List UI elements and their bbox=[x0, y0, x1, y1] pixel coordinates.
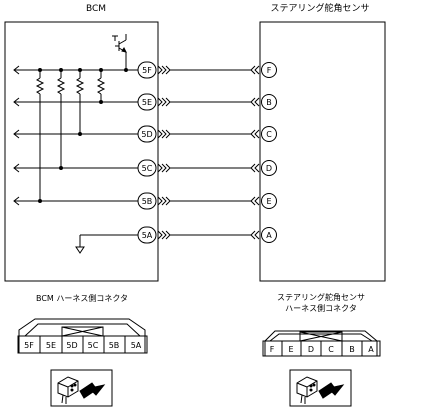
sensor-terminal-label: A bbox=[266, 231, 272, 240]
sensor-connector-pin: D bbox=[308, 345, 314, 354]
sensor-terminal-label: B bbox=[266, 98, 272, 107]
pullup-resistors bbox=[35, 70, 106, 201]
sensor-terminal-label: C bbox=[266, 130, 272, 139]
sensor-terminal-label: F bbox=[267, 66, 272, 75]
bcm-title: BCM bbox=[86, 4, 106, 14]
sensor-connector-title-line2: ハーネス側コネクタ bbox=[285, 303, 357, 313]
connector-view-icon bbox=[289, 369, 352, 407]
bcm-terminal-oval bbox=[137, 226, 157, 244]
bcm-terminal-label: 5C bbox=[142, 164, 153, 173]
harness-wires bbox=[170, 69, 251, 236]
bcm-box bbox=[4, 21, 159, 282]
junction-dots bbox=[38, 68, 103, 203]
sensor-terminal-circle bbox=[261, 227, 277, 243]
bcm-terminal-oval bbox=[137, 125, 157, 143]
bcm-connector-body bbox=[17, 318, 148, 354]
signal-lines bbox=[13, 65, 140, 206]
connector-chevrons bbox=[157, 65, 260, 240]
bcm-connector-pin: 5B bbox=[109, 341, 120, 350]
sensor-title: ステアリング舵角センサ bbox=[270, 2, 369, 14]
sensor-connector-pin: A bbox=[368, 345, 374, 354]
sensor-connector-pin: C bbox=[328, 345, 334, 354]
transistor-symbol bbox=[112, 34, 127, 70]
bcm-connector-pin: 5E bbox=[46, 341, 56, 350]
sensor-connector-pin: F bbox=[270, 345, 275, 354]
sensor-terminal-label: D bbox=[266, 164, 272, 173]
bcm-terminal-label: 5E bbox=[142, 98, 152, 107]
bcm-connector-title: BCM ハーネス側コネクタ bbox=[36, 293, 128, 303]
bcm-connector-pin: 5F bbox=[24, 341, 34, 350]
sensor-connector-pin: E bbox=[288, 345, 293, 354]
bcm-terminal-label: 5D bbox=[141, 130, 152, 139]
sensor-connector-title-line1: ステアリング舵角センサ bbox=[277, 292, 365, 302]
sensor-terminal-circle bbox=[261, 62, 277, 78]
sensor-terminal-label: E bbox=[266, 197, 271, 206]
sensor-terminal-circle bbox=[261, 160, 277, 176]
bcm-terminal-oval bbox=[137, 192, 157, 210]
bcm-connector-pin: 5C bbox=[88, 341, 99, 350]
bcm-connector-pin: 5D bbox=[66, 341, 77, 350]
bcm-terminal-label: 5A bbox=[142, 231, 153, 240]
bcm-terminal-label: 5F bbox=[142, 66, 152, 75]
bcm-connector-pin: 5A bbox=[131, 341, 142, 350]
bcm-terminal-oval bbox=[137, 93, 157, 111]
connector-view-icon bbox=[50, 369, 113, 407]
sensor-terminal-circle bbox=[261, 193, 277, 209]
bcm-terminal-oval bbox=[137, 61, 157, 79]
sensor-connector-body bbox=[262, 330, 381, 357]
ground-symbol bbox=[75, 234, 140, 254]
sensor-terminal-circle bbox=[261, 94, 277, 110]
bcm-terminal-oval bbox=[137, 159, 157, 177]
sensor-connector-pin: B bbox=[349, 345, 355, 354]
sensor-terminal-circle bbox=[261, 126, 277, 142]
bcm-terminal-label: 5B bbox=[142, 197, 153, 206]
sensor-box bbox=[259, 21, 386, 282]
